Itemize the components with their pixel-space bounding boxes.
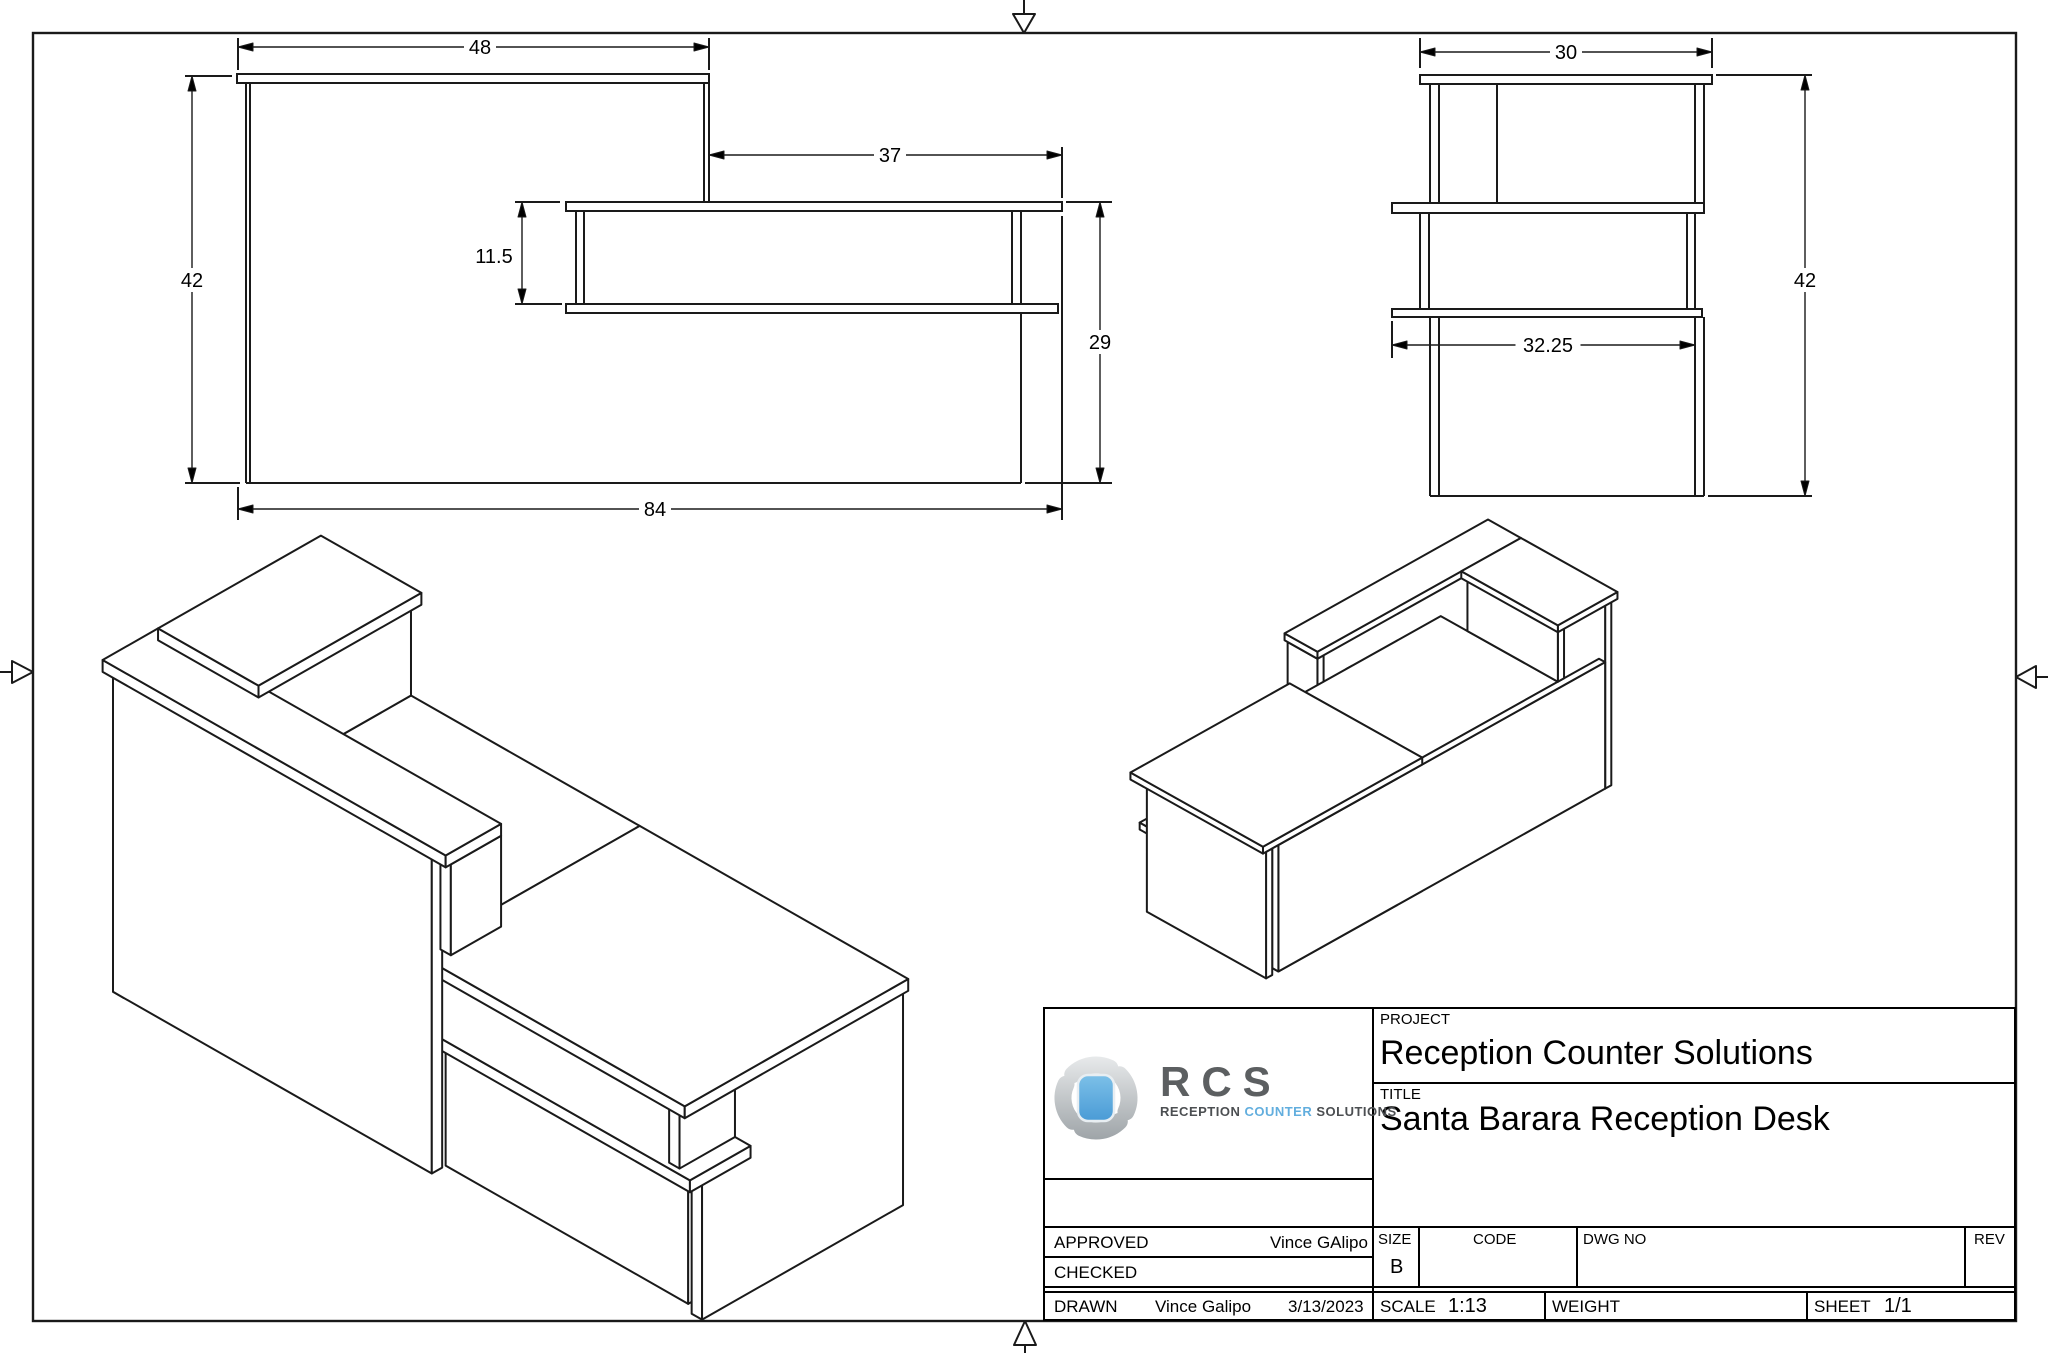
dimension-11.5: 11.5 [467, 201, 527, 305]
checked-label: CHECKED [1054, 1263, 1138, 1282]
side-view: 30 32.25 42 [1391, 38, 1821, 497]
part-frontStrip [101, 627, 503, 869]
rev-label: REV [1974, 1231, 2005, 1248]
title-value: Santa Barara Reception Desk [1380, 1100, 1830, 1138]
rcs-logo-mark [1054, 1056, 1138, 1140]
dwg-no-label: DWG NO [1583, 1231, 1647, 1248]
drawn-date: 3/13/2023 [1288, 1297, 1364, 1316]
svg-text:11.5: 11.5 [475, 246, 512, 268]
code-label: CODE [1473, 1231, 1517, 1248]
dimension-42: 42 [176, 75, 208, 484]
large-isometric-view [101, 534, 910, 1321]
dimension-48: 48 [237, 35, 710, 59]
svg-text:29: 29 [1089, 332, 1111, 354]
scale-label: SCALE [1380, 1297, 1436, 1316]
size-label: SIZE [1378, 1231, 1412, 1248]
border-mark [0, 660, 34, 684]
part-deskSlabB [1129, 682, 1424, 855]
weight-label: WEIGHT [1552, 1297, 1620, 1316]
sheet-label: SHEET [1814, 1297, 1871, 1316]
small-isometric-view [1129, 518, 1619, 980]
part-deskSlabB [415, 824, 910, 1120]
svg-text:32.25: 32.25 [1523, 335, 1573, 357]
drawn-by: Vince Galipo [1155, 1297, 1252, 1316]
drawn-label: DRAWN [1054, 1297, 1118, 1316]
dimension-37: 37 [708, 143, 1063, 167]
dimension-42: 42 [1789, 74, 1821, 497]
front-view: 48 37 11.5 42 29 84 [176, 35, 1116, 521]
part-backStrip [157, 534, 423, 699]
svg-text:42: 42 [181, 270, 203, 292]
dimension-32.25: 32.25 [1391, 333, 1696, 357]
project-value: Reception Counter Solutions [1380, 1034, 1813, 1072]
border-mark [1013, 1320, 1037, 1353]
svg-text:37: 37 [879, 145, 901, 167]
border-mark [2015, 665, 2048, 689]
sheet-value: 1/1 [1884, 1295, 1912, 1317]
project-label: PROJECT [1380, 1011, 1451, 1028]
logo-tagline: RECEPTION COUNTER SOLUTIONS [1160, 1104, 1397, 1119]
size-value: B [1390, 1256, 1404, 1278]
dimension-84: 84 [237, 497, 1063, 521]
logo-acronym: RCS [1160, 1058, 1282, 1105]
svg-text:42: 42 [1794, 270, 1816, 292]
scale-value: 1:13 [1448, 1295, 1487, 1317]
dimension-30: 30 [1419, 40, 1713, 64]
approved-by: Vince GAlipo [1270, 1233, 1368, 1252]
title-label: TITLE [1380, 1086, 1421, 1103]
approved-label: APPROVED [1054, 1233, 1149, 1252]
svg-text:30: 30 [1555, 42, 1577, 64]
border-mark [1012, 0, 1036, 34]
dimension-29: 29 [1084, 201, 1116, 484]
part-backStrip [1460, 536, 1619, 634]
svg-text:48: 48 [469, 37, 491, 59]
svg-text:84: 84 [644, 499, 666, 521]
